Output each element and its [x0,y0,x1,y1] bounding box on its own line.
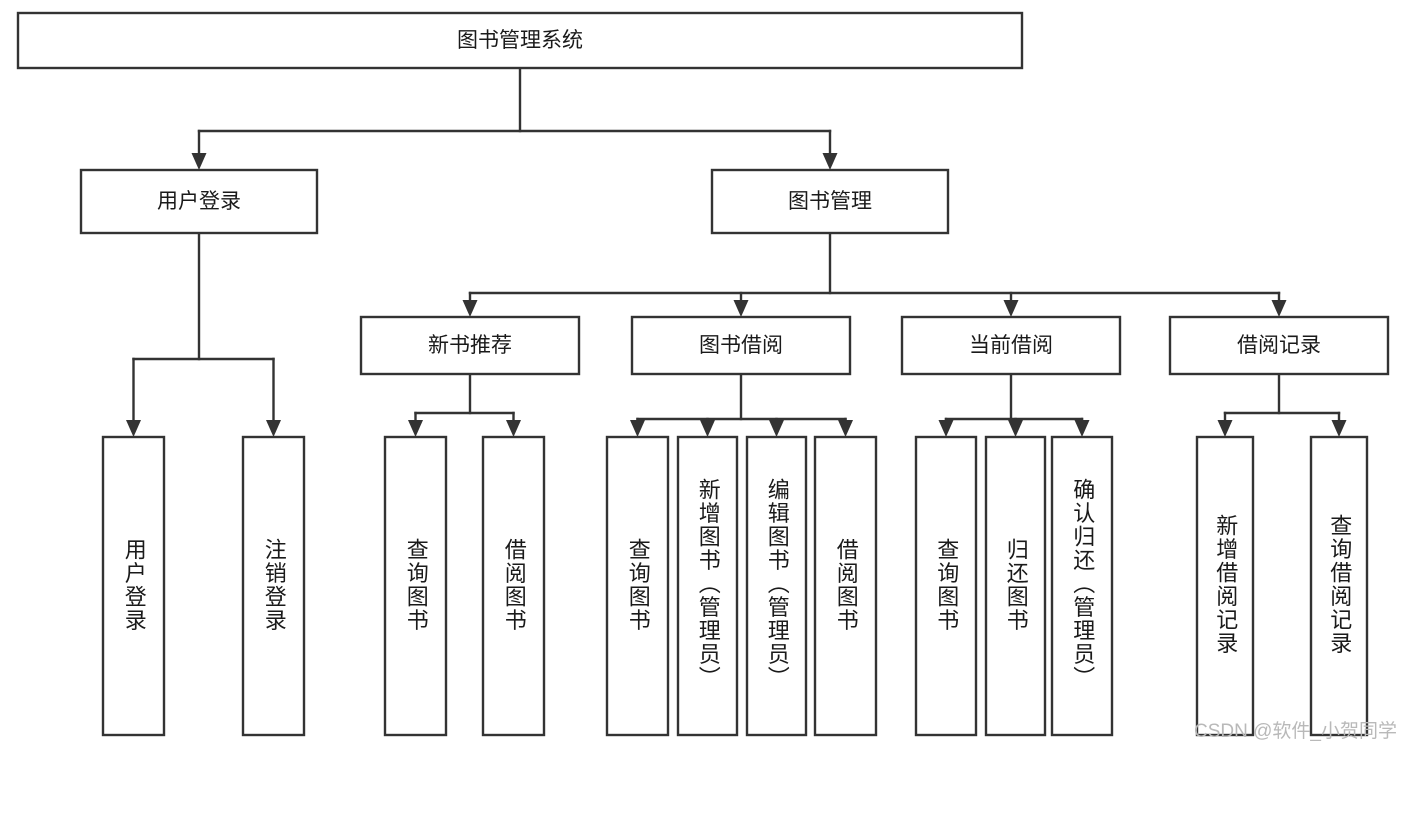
node-label-book-manage: 图书管理 [788,190,872,213]
node-label-new-book-rec: 新书推荐 [428,334,512,357]
node-box-layer [16,11,1390,737]
node-box-user-login[interactable] [79,168,319,235]
node-box-leaf-cur-return[interactable] [984,435,1047,737]
node-box-leaf-user-login[interactable] [101,435,166,737]
node-box-leaf-borrow-edit[interactable] [745,435,808,737]
arrow-head-icon [506,420,521,437]
arrow-head-icon [1217,420,1233,437]
node-box-borrow-record[interactable] [1168,315,1390,376]
arrow-head-icon [191,153,207,170]
arrow-head-icon [1331,420,1347,437]
function-structure-diagram: 图书管理系统用户登录图书管理新书推荐图书借阅当前借阅借阅记录 用户登录注销登录查… [16,11,1397,742]
arrow-head-icon [1271,300,1287,317]
node-label-root: 图书管理系统 [457,29,583,52]
arrow-head-icon [700,420,715,437]
node-box-leaf-borrow-query[interactable] [605,435,670,737]
arrow-head-icon [630,420,645,437]
node-label-book-borrow: 图书借阅 [699,334,783,357]
arrow-head-icon [769,420,784,437]
connector-layer [126,66,1347,437]
node-box-leaf-cur-confirm[interactable] [1050,435,1114,737]
arrow-head-icon [733,300,749,317]
arrow-head-icon [938,420,954,437]
arrow-head-icon [838,420,853,437]
arrow-head-icon [1008,420,1023,437]
node-label-user-login: 用户登录 [157,190,241,213]
csdn-watermark: CSDN @软件_小贺同学 [1194,721,1397,742]
node-box-root[interactable] [16,11,1024,70]
arrow-head-icon [408,420,423,437]
arrow-head-icon [462,300,478,317]
node-box-leaf-cur-query[interactable] [914,435,978,737]
node-box-leaf-borrow-add[interactable] [676,435,739,737]
arrow-head-icon [822,153,838,170]
node-box-leaf-rec-query[interactable] [383,435,448,737]
arrow-head-icon [1074,420,1090,437]
node-box-leaf-rec-add[interactable] [1195,435,1255,737]
node-box-leaf-user-logout[interactable] [241,435,306,737]
node-box-book-manage[interactable] [710,168,950,235]
node-label-borrow-record: 借阅记录 [1237,334,1321,357]
node-box-leaf-rec-query2[interactable] [1309,435,1369,737]
arrow-head-icon [126,420,141,437]
node-box-leaf-borrow-lend[interactable] [813,435,878,737]
arrow-head-icon [266,420,281,437]
node-box-new-book-rec[interactable] [359,315,581,376]
node-box-leaf-rec-borrow[interactable] [481,435,546,737]
node-box-book-borrow[interactable] [630,315,852,376]
node-label-current-borrow: 当前借阅 [969,334,1053,357]
node-box-current-borrow[interactable] [900,315,1122,376]
arrow-head-icon [1003,300,1019,317]
